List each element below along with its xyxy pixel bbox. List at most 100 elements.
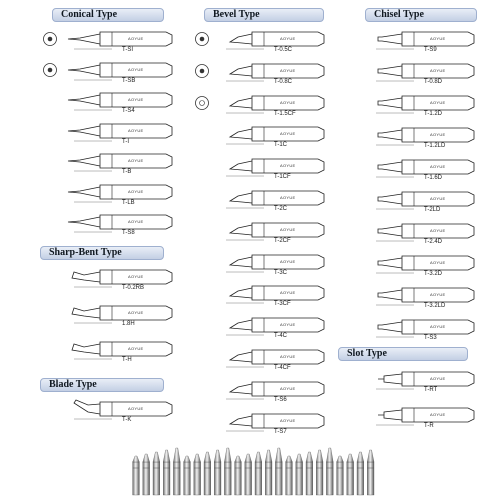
slot-type-title: Slot Type [347,348,387,359]
tip-outline [226,95,325,113]
photo-tip-20 [336,455,344,496]
brand-label: AOYUE [430,68,446,73]
photo-tip-4 [173,447,181,496]
photo-tip-12 [254,451,262,496]
photo-tip-19 [326,447,334,496]
photo-tip-14 [275,447,283,496]
brand-label: AOYUE [280,226,296,232]
photo-tip-0 [132,455,140,496]
tip-chisel-1: AOYUE T-0.8D [364,60,476,85]
tip-outline [226,381,325,399]
photo-tip-17 [305,451,313,496]
photo-tip-3 [163,449,171,496]
model-label: T-1C [274,142,288,149]
photo-tip-22 [356,451,364,496]
brand-label: AOYUE [280,417,296,423]
model-label: T-I [122,138,129,145]
brand-label: AOYUE [128,274,144,279]
brand-label: AOYUE [430,132,446,137]
blade-type-banner: Blade Type [40,378,164,392]
photo-tip-21 [346,453,354,496]
photo-tip-9 [224,447,232,496]
tip-outline [376,127,475,146]
photo-tip-18 [316,449,324,496]
model-label: T-3C [274,269,288,276]
tip-outline [376,159,475,178]
model-label: T-3CF [274,301,291,308]
tip-outline [376,31,475,50]
model-label: T-1.6D [424,175,443,181]
brand-label: AOYUE [280,36,296,41]
model-label: T-K [122,417,132,423]
tip-outline [67,92,173,111]
photo-tip-15 [285,455,293,496]
photo-tip-2 [152,451,160,496]
model-label: T-H [122,357,132,363]
tip-end-view-icon [194,63,210,84]
brand-label: AOYUE [430,324,446,329]
tip-photo-strip [132,447,375,496]
model-label: T-2CF [274,237,291,244]
brand-label: AOYUE [280,354,296,359]
brand-label: AOYUE [430,412,446,417]
brand-label: AOYUE [128,66,144,72]
tip-blade-0: AOYUE T-K [62,398,174,423]
model-label: T-1.5CF [274,110,296,117]
model-label: T-LB [122,199,135,206]
model-label: T-SI [122,47,134,53]
brand-label: AOYUE [128,310,144,315]
tip-outline [226,285,325,304]
brand-label: AOYUE [128,219,144,224]
model-label: T-RT [424,387,438,393]
model-label: T-4C [274,333,288,340]
conical-type-title: Conical Type [61,9,118,20]
photo-tip-6 [193,453,201,496]
tip-outline [67,153,173,172]
brand-label: AOYUE [430,228,446,233]
brand-label: AOYUE [128,97,144,102]
slot-type-banner: Slot Type [338,347,468,361]
tip-outline [71,269,173,288]
model-label: T-S4 [122,108,135,114]
model-label: T-S8 [122,230,135,236]
model-label: T-1CF [274,174,291,181]
model-label: T-0.8D [424,79,443,85]
chisel-type-banner: Chisel Type [365,8,477,22]
brand-label: AOYUE [128,406,144,411]
tip-outline [226,349,325,368]
bevel-type-banner: Bevel Type [204,8,324,22]
brand-label: AOYUE [430,376,446,381]
tip-outline [67,123,173,141]
brand-label: AOYUE [430,196,446,201]
model-label: T-S3 [424,335,437,341]
tip-outline [376,255,475,274]
photo-tip-1 [142,453,150,496]
tip-outline [376,63,475,82]
photo-tip-23 [367,449,375,496]
conical-type-banner: Conical Type [52,8,164,22]
model-label: T-S6 [274,396,287,403]
tip-outline [226,317,325,336]
brand-label: AOYUE [128,346,144,351]
tip-outline [226,63,325,81]
tip-outline [226,254,325,272]
model-label: T-SB [122,77,136,84]
sharp-bent-type-banner: Sharp-Bent Type [40,246,164,260]
tip-outline [226,126,325,145]
tip-outline [71,341,173,360]
tip-outline [376,95,475,114]
